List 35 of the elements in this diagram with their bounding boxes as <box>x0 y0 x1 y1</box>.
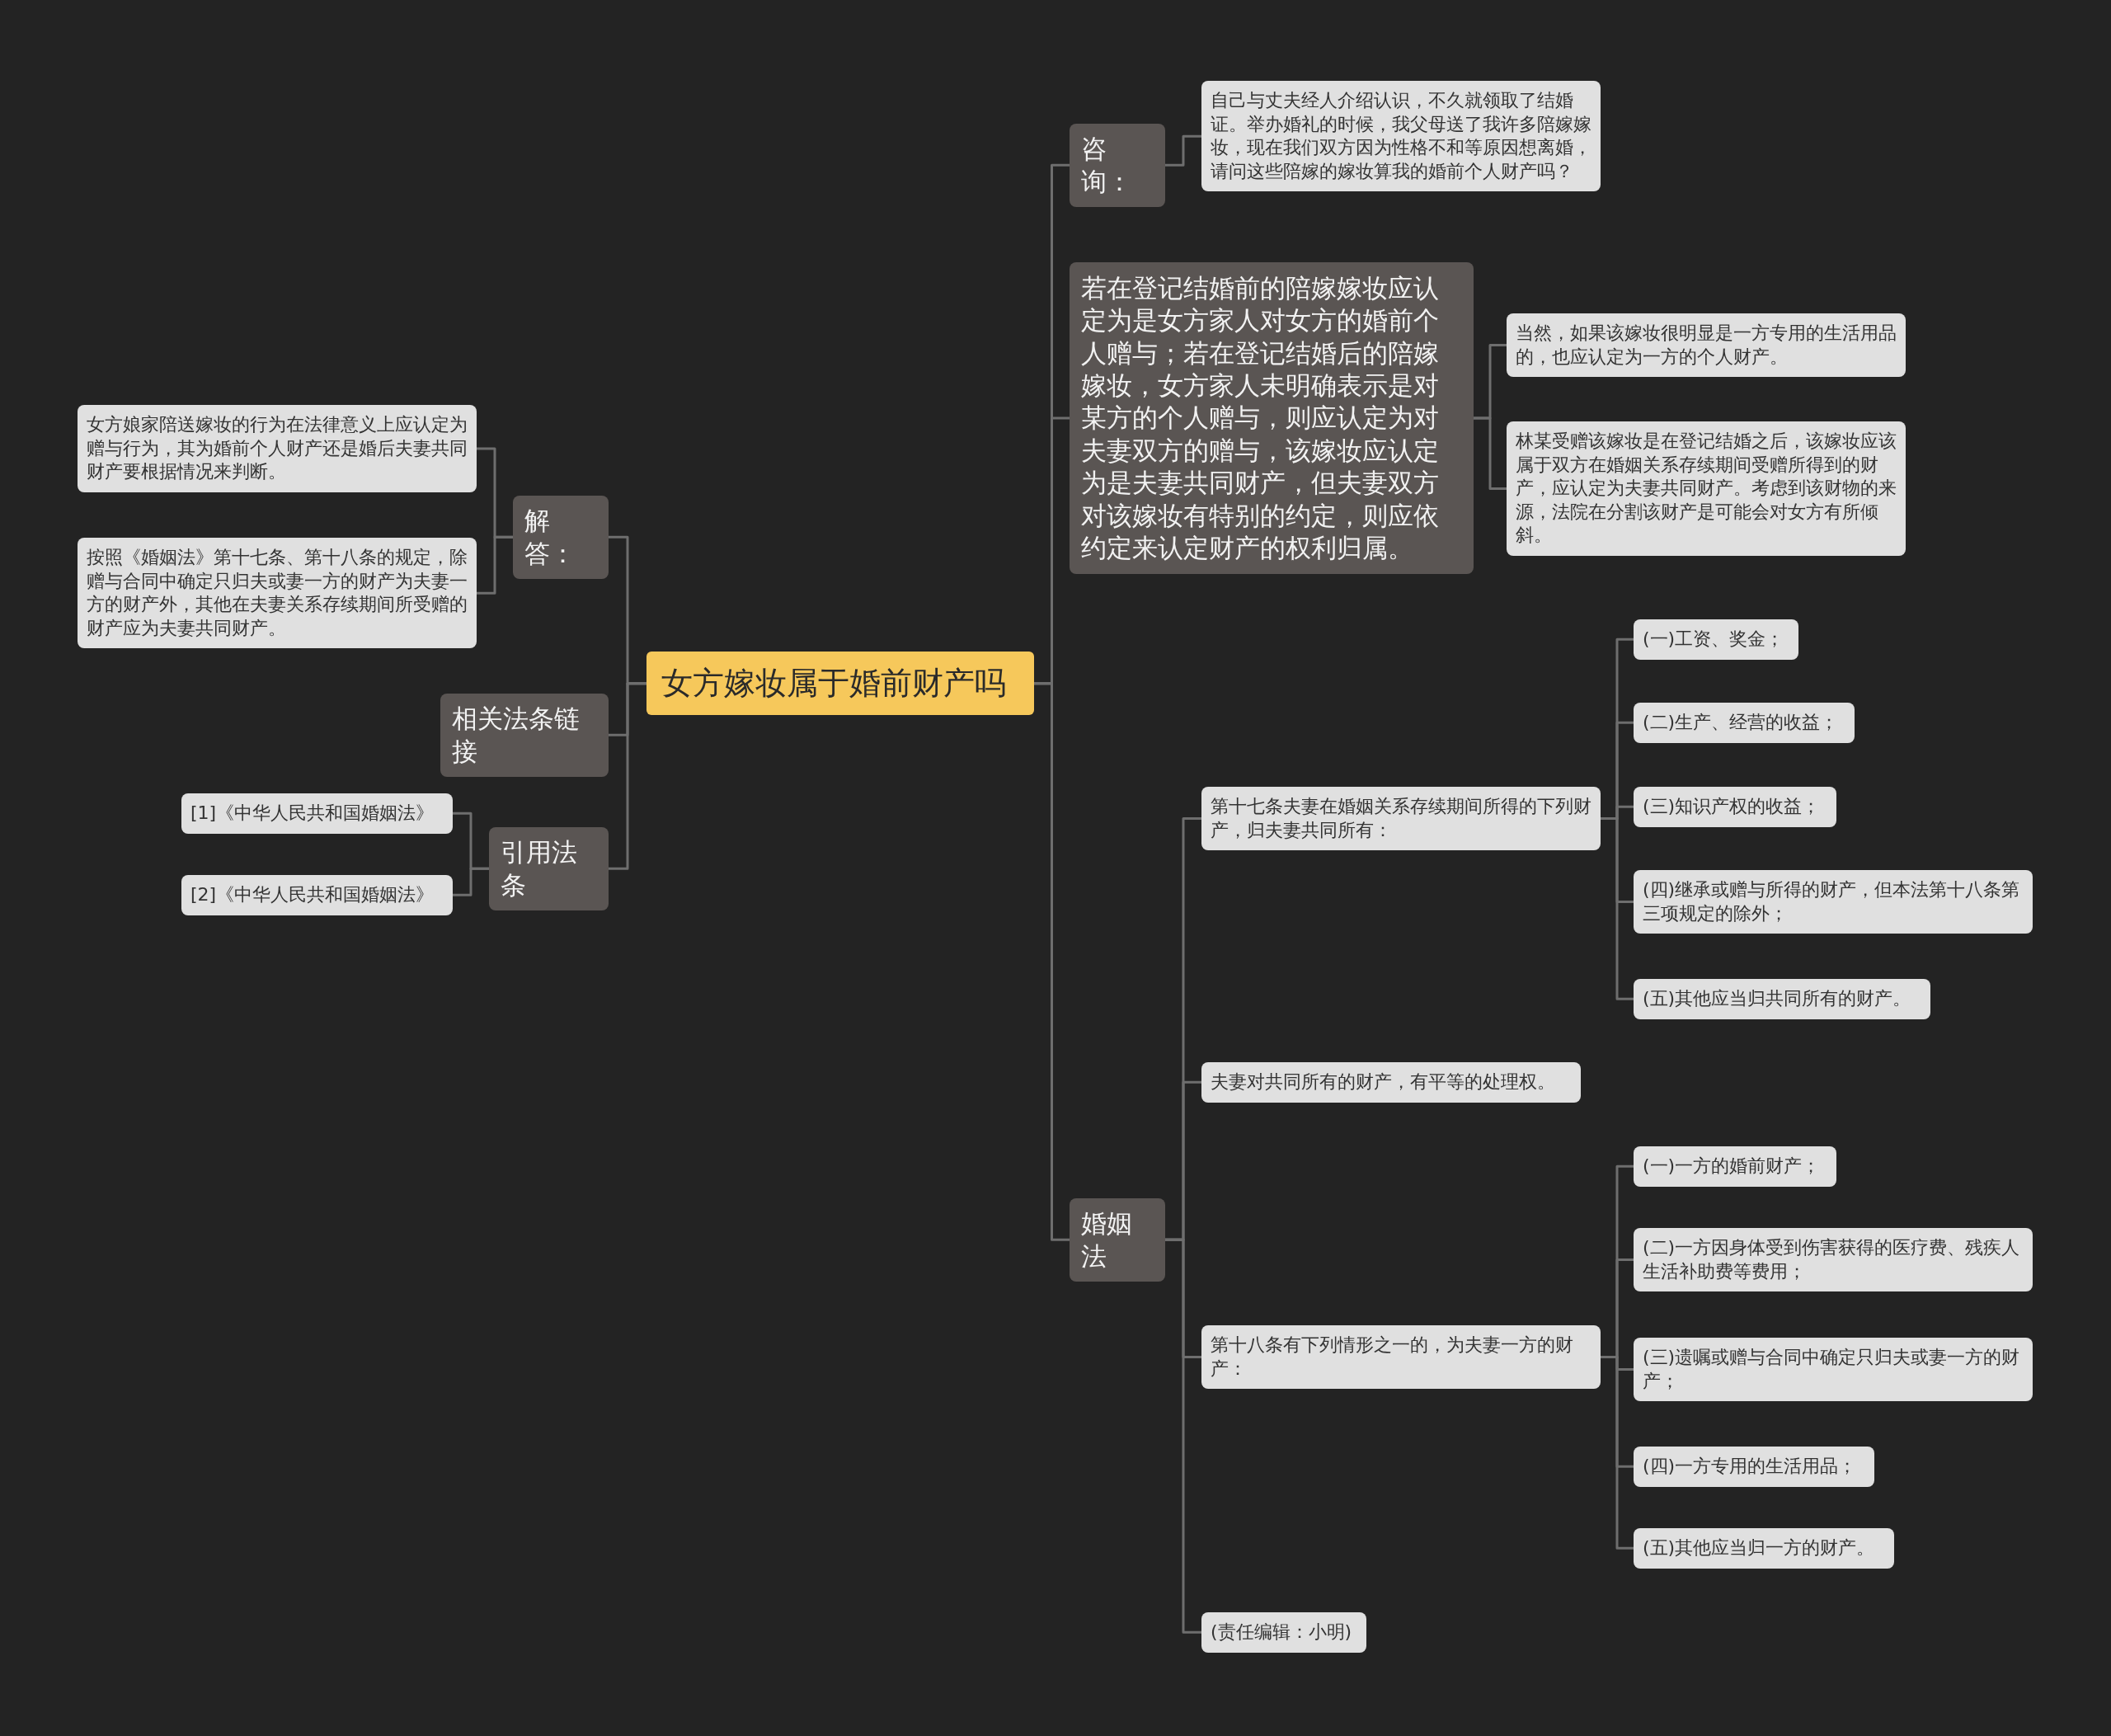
subtopic: (责任编辑：小明) <box>1201 1612 1366 1653</box>
subtopic: (四)一方专用的生活用品； <box>1634 1447 1874 1487</box>
subtopic: [1]《中华人民共和国婚姻法》 <box>181 793 453 834</box>
connector-line <box>609 682 646 870</box>
subtopic: 当然，如果该嫁妆很明显是一方专用的生活用品的，也应认定为一方的个人财产。 <box>1507 313 1906 378</box>
subtopic: [2]《中华人民共和国婚姻法》 <box>181 875 453 915</box>
subtopic: (五)其他应当归一方的财产。 <box>1634 1528 1894 1569</box>
subtopic: 第十八条有下列情形之一的，为夫妻一方的财产： <box>1201 1325 1601 1390</box>
subtopic: (五)其他应当归共同所有的财产。 <box>1634 979 1930 1019</box>
subtopic: (一)工资、奖金； <box>1634 619 1798 660</box>
subtopic: (四)继承或赠与所得的财产，但本法第十八条第三项规定的除外； <box>1634 870 2033 934</box>
subtopic: 林某受赠该嫁妆是在登记结婚之后，该嫁妆应该属于双方在婚姻关系存续期间受赠所得到的财产，应认定为夫妻共同财产。考虑到该财物的来源，法院在分割该财产是可能会对女方有所倾斜。 <box>1507 421 1906 556</box>
main-topic: 引用法条 <box>489 827 609 910</box>
subtopic: 夫妻对共同所有的财产，有平等的处理权。 <box>1201 1062 1581 1103</box>
connector-line <box>1474 416 1507 490</box>
connector-line <box>1165 134 1201 167</box>
answer-topic: 若在登记结婚前的陪嫁嫁妆应认定为是女方家人对女方的婚前个人赠与；若在登记结婚后的陪嫁嫁妆，女方家人未明确表示是对某方的个人赠与，则应认定为对夫妻双方的赠与，该嫁妆应认定为是夫妻共同财产，但夫妻双方对该嫁妆有特别的约定，则应依约定来认定财产的权利归属。 <box>1070 262 1474 575</box>
main-topic: 婚姻法 <box>1070 1198 1165 1282</box>
subtopic: (二)一方因身体受到伤害获得的医疗费、残疾人生活补助费等费用； <box>1634 1228 2033 1292</box>
main-topic: 相关法条链接 <box>440 694 609 777</box>
subtopic: (一)一方的婚前财产； <box>1634 1146 1836 1187</box>
subtopic: 自己与丈夫经人介绍认识，不久就领取了结婚证。举办婚礼的时候，我父母送了我许多陪嫁嫁妆，现在我们双方因为性格不和等原因想离婚，请问这些陪嫁的嫁妆算我的婚前个人财产吗？ <box>1201 81 1601 192</box>
subtopic: (三)遗嘱或赠与合同中确定只归夫或妻一方的财产； <box>1634 1338 2033 1402</box>
connector-line <box>1034 682 1070 1241</box>
subtopic: (二)生产、经营的收益； <box>1634 703 1855 743</box>
central-topic: 女方嫁妆属于婚前财产吗 <box>646 652 1034 716</box>
subtopic: (三)知识产权的收益； <box>1634 787 1836 827</box>
main-topic: 解答： <box>513 496 609 579</box>
subtopic: 女方娘家陪送嫁妆的行为在法律意义上应认定为赠与行为，其为婚前个人财产还是婚后夫妻共同财产要根据情况来判断。 <box>78 405 477 492</box>
main-topic: 咨询： <box>1070 124 1165 207</box>
subtopic: 第十七条夫妻在婚姻关系存续期间所得的下列财产，归夫妻共同所有： <box>1201 787 1601 851</box>
subtopic: 按照《婚姻法》第十七条、第十八条的规定，除赠与合同中确定只归夫或妻一方的财产为夫妻一方的财产外，其他在夫妻关系存续期间所受赠的财产应为夫妻共同财产。 <box>78 538 477 649</box>
connector-line <box>477 535 513 595</box>
connector-line <box>1165 1238 1201 1634</box>
connector-line <box>453 867 489 896</box>
